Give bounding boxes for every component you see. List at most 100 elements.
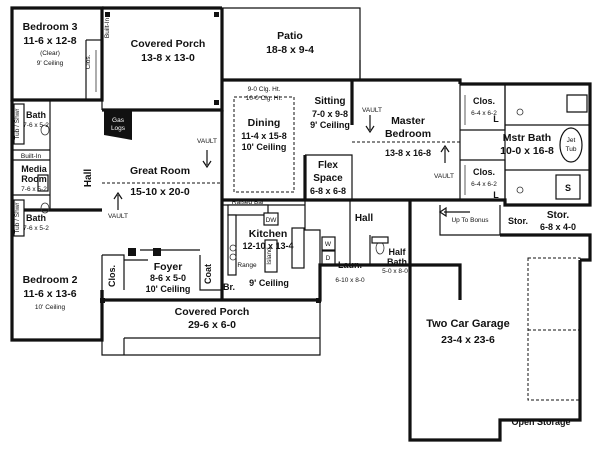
media-dims: 7-6 x 5-2 (21, 186, 47, 193)
foyer-columns (128, 248, 161, 256)
master-name1: Master (391, 115, 425, 127)
stair-arrow-icon (438, 206, 470, 218)
closet-rods (95, 50, 466, 195)
front-porch (100, 298, 321, 356)
patio-dims: 18-8 x 9-4 (266, 44, 314, 56)
flex-name2: Space (313, 173, 343, 184)
master-closet-top-name: Clos. (473, 96, 495, 106)
mbath-tub2: Tub (566, 146, 577, 153)
bath-lower-name: Bath (26, 213, 46, 223)
bedroom2-note: 10' Ceiling (35, 304, 66, 311)
rear-porch-dims: 13-8 x 13-0 (141, 52, 195, 64)
bedroom3-note2: 9' Ceiling (37, 60, 64, 67)
front-porch-name: Covered Porch (175, 306, 250, 318)
up-to-bonus-label: Up To Bonus (451, 217, 489, 224)
media-name2: Room (21, 174, 47, 184)
dining-clg2: 10-0 Clg. Ht. (246, 95, 283, 102)
mbath-shower: S (565, 183, 571, 193)
master-vault2: VAULT (434, 173, 454, 180)
master-dims: 13-8 x 16-8 (385, 148, 431, 158)
dining-clg1: 9-0 Clg. Ht. (248, 86, 281, 93)
kitchen-fixtures (227, 204, 305, 276)
mbath-dims: 10-0 x 16-8 (500, 145, 554, 157)
raised-bar-label: Raised Bar (232, 199, 265, 206)
bedroom2-dims: 11-6 x 13-6 (23, 288, 76, 300)
laundry-appliances (321, 236, 336, 265)
mbath-l-bottom: L (493, 190, 499, 200)
half-bath-name1: Half (388, 247, 406, 257)
garage-name: Two Car Garage (426, 318, 510, 330)
master-vault1: VAULT (362, 107, 382, 114)
mbath-l-top: L (493, 114, 499, 124)
bath-lower-dims: 7-6 x 5-2 (23, 225, 49, 232)
kitchen-name: Kitchen (249, 228, 288, 240)
flex-name1: Flex (318, 160, 338, 171)
kitchen-dims: 12-10 x 13-4 (242, 241, 293, 251)
bath-lower-tub: Tub / Shwr (14, 202, 21, 234)
media-builtin: Built-In (21, 153, 42, 160)
patio-outline (222, 7, 361, 80)
sitting-name: Sitting (314, 96, 345, 107)
range-label: Range (237, 262, 257, 269)
rear-porch-columns (105, 12, 219, 105)
laundry-name: Laun. (338, 260, 362, 270)
foyer-note: 10' Ceiling (146, 284, 191, 294)
gas-label-2: Logs (111, 125, 126, 132)
room-labels: Bedroom 3 11-6 x 12-8 (Clear) 9' Ceiling… (14, 18, 577, 427)
garage-dims: 23-4 x 23-6 (441, 334, 495, 346)
foyer-dims: 8-6 x 5-0 (150, 273, 186, 283)
great-room-name: Great Room (130, 165, 190, 177)
front-porch-dims: 29-6 x 6-0 (188, 319, 236, 331)
master-closet-top-dims: 6-4 x 6-2 (471, 110, 497, 117)
hall-east-label: Hall (355, 213, 374, 224)
kitchen-note: 9' Ceiling (249, 278, 289, 288)
half-bath-dims: 5-0 x 8-0 (382, 268, 408, 275)
flex-dims: 6-8 x 6-8 (310, 186, 346, 196)
fireplace-icon: Gas Logs (104, 110, 132, 140)
west-bath-fixtures (13, 103, 50, 237)
dining-note: 10' Ceiling (242, 142, 287, 152)
island-label: Island (266, 247, 273, 265)
bath-upper-dims: 7-6 x 5-2 (23, 122, 49, 129)
storage-garage-name: Stor. (547, 210, 569, 221)
ceiling-lines (102, 96, 460, 193)
builtin-b3-label: Built-In (104, 18, 111, 39)
bath-upper-tub: Tub / Shwr (14, 108, 21, 140)
washer-label: W (325, 241, 332, 248)
master-closet-bottom-dims: 6-4 x 6-2 (471, 181, 497, 188)
vault-arrows (113, 115, 450, 210)
br-label: Br. (223, 282, 235, 292)
mbath-tub1: Jet (567, 137, 576, 144)
storage-garage-dims: 6-8 x 4-0 (540, 222, 576, 232)
storage-small-name: Stor. (508, 216, 528, 226)
dining-name: Dining (248, 117, 281, 129)
sitting-note: 9' Ceiling (310, 120, 350, 130)
patio-name: Patio (277, 30, 303, 42)
gas-label-1: Gas (112, 117, 125, 124)
media-name1: Media (21, 164, 48, 174)
hall-west-label: Hall (83, 169, 94, 188)
bedroom3-name: Bedroom 3 (23, 21, 78, 33)
exterior-walls (10, 6, 592, 442)
mbath-name: Mstr Bath (503, 132, 551, 144)
master-name2: Bedroom (385, 128, 431, 140)
half-bath-fixtures (371, 236, 389, 255)
great-vault2: VAULT (108, 213, 128, 220)
sitting-dims: 7-0 x 9-8 (312, 109, 348, 119)
coat-label: Coat (203, 264, 213, 284)
laundry-dims: 6-10 x 8-0 (335, 277, 365, 284)
open-storage-label: Open Storage (511, 417, 570, 427)
master-bath-fixtures (516, 94, 588, 200)
dw-label: DW (266, 217, 278, 224)
interior-walls (12, 8, 590, 291)
foyer-name: Foyer (154, 261, 183, 273)
rear-porch-name: Covered Porch (131, 38, 206, 50)
great-room-dims: 15-10 x 20-0 (130, 186, 190, 198)
closet-b2-label: Clos. (107, 265, 117, 287)
great-vault1: VAULT (197, 138, 217, 145)
dryer-label: D (326, 255, 331, 262)
bedroom2-name: Bedroom 2 (23, 274, 78, 286)
half-bath-name2: Bath (387, 257, 407, 267)
dining-dims: 11-4 x 15-8 (241, 131, 287, 141)
